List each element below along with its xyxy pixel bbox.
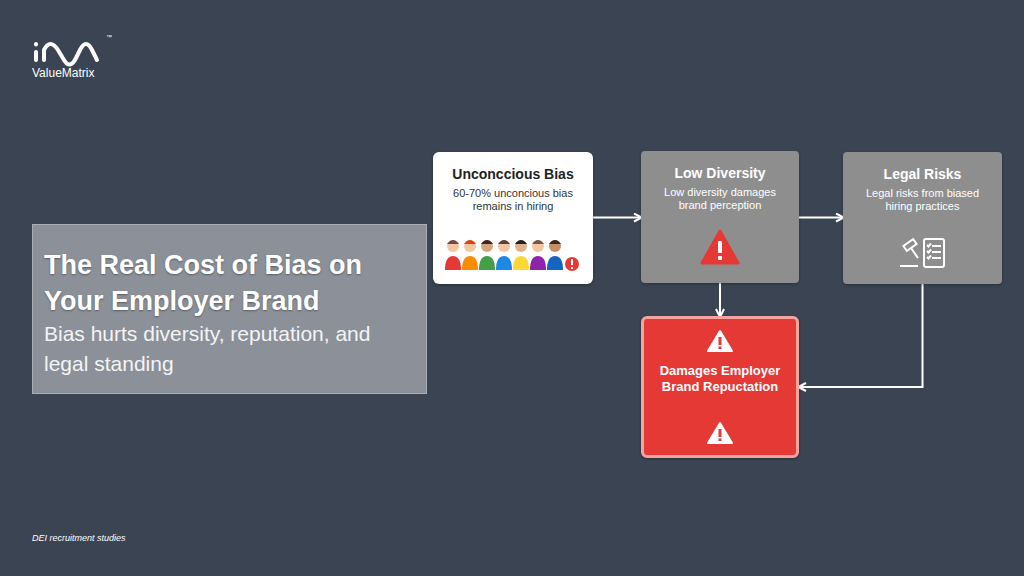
box-text: Legal risks from biased hiring practices bbox=[851, 187, 994, 213]
box-text: Low diversity damages brand perception bbox=[649, 186, 791, 212]
text-group: Damages Employer Brand Repuctation bbox=[644, 319, 796, 394]
box-text: 60-70% unconcious bias remains in hiring bbox=[441, 187, 585, 213]
people-icon bbox=[443, 234, 583, 274]
warning-icon bbox=[700, 229, 740, 265]
box-heading: Unconccious Bias bbox=[441, 166, 585, 183]
process-box: Unconccious Bias 60-70% unconcious bias r… bbox=[433, 152, 593, 284]
logo-mark bbox=[36, 44, 97, 65]
warning-icon bbox=[706, 421, 734, 445]
text-group: Legal RisksLegal risks from biased hirin… bbox=[843, 152, 1002, 213]
title-panel: The Real Cost of Bias on Your Employer B… bbox=[32, 224, 427, 394]
box-heading: Legal Risks bbox=[851, 166, 994, 183]
text-group: Low DiversityLow diversity damages brand… bbox=[641, 151, 799, 212]
arrow-connector bbox=[719, 283, 721, 316]
text-group: Unconccious Bias 60-70% unconcious bias r… bbox=[433, 152, 593, 213]
arrow-connector bbox=[799, 284, 923, 387]
arrow-connector bbox=[799, 217, 843, 219]
trademark-mark: ™ bbox=[106, 34, 112, 40]
warning-icon bbox=[706, 329, 734, 353]
process-box: Low DiversityLow diversity damages brand… bbox=[641, 151, 799, 283]
box-heading: Low Diversity bbox=[649, 165, 791, 182]
gavel-document-icon bbox=[898, 236, 948, 270]
result-box: Damages Employer Brand Repuctation bbox=[641, 316, 799, 458]
arrow-connector bbox=[593, 217, 641, 219]
logo-wordmark: ValueMatrix bbox=[32, 66, 94, 80]
box-text: Damages Employer Brand Repuctation bbox=[652, 363, 788, 394]
title-text: The Real Cost of Bias on Your Employer B… bbox=[44, 247, 384, 319]
process-box: Legal RisksLegal risks from biased hirin… bbox=[843, 152, 1002, 284]
subtitle-text: Bias hurts diversity, reputation, and le… bbox=[44, 319, 414, 379]
source-note: DEI recruitment studies bbox=[32, 533, 126, 543]
